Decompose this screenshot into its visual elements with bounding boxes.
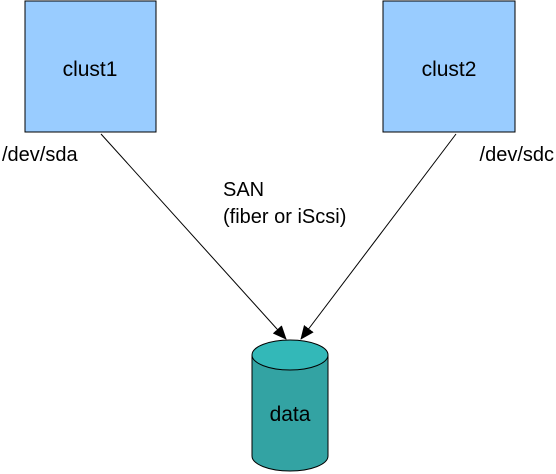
edge-clust1-to-data (100, 133, 287, 340)
data-cylinder-top (251, 339, 329, 371)
edge-clust2-to-data (300, 133, 457, 340)
edge-label-dev-sdc: /dev/sdc (480, 144, 554, 166)
node-clust1[interactable]: clust1 (24, 0, 157, 133)
san-title: SAN (223, 179, 264, 201)
san-subtitle: (fiber or iScsi) (223, 206, 346, 228)
node-data[interactable]: data (251, 339, 329, 472)
clust2-label: clust2 (422, 58, 477, 81)
clust1-box (24, 0, 157, 133)
data-label: data (270, 403, 311, 426)
node-clust2[interactable]: clust2 (382, 0, 516, 133)
clust1-label: clust1 (63, 58, 118, 81)
data-cylinder-body (251, 355, 329, 472)
clust2-box (382, 0, 516, 133)
edge-label-dev-sda: /dev/sda (2, 144, 78, 166)
